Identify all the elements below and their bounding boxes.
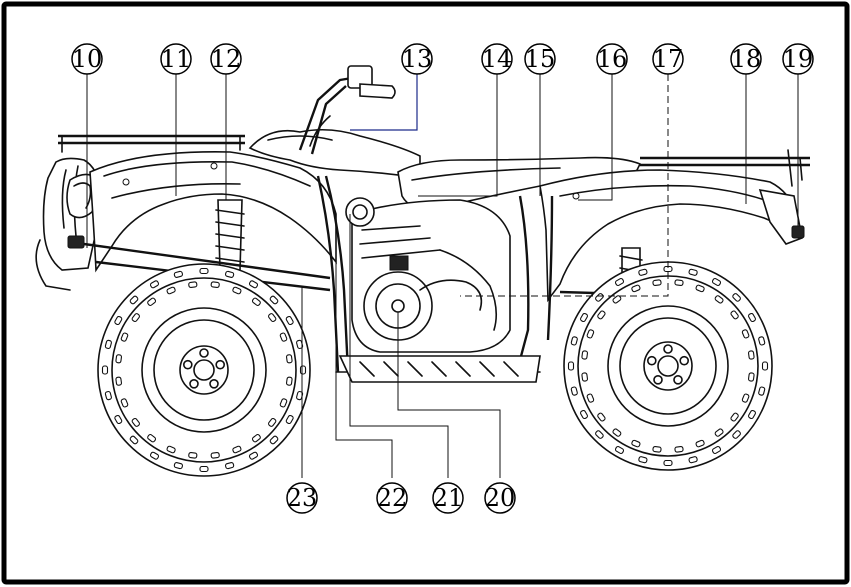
callout-17-label: 17: [653, 45, 684, 73]
front-rack: [58, 134, 245, 153]
callout-14-label: 14: [482, 45, 513, 73]
callout-22: 22: [376, 482, 408, 514]
callout-10: 10: [71, 43, 103, 75]
front-fender: [89, 151, 337, 273]
atv-illustration: [35, 65, 810, 477]
front-wheel: [97, 263, 311, 477]
callout-12-label: 12: [211, 45, 242, 73]
front-shock-absorber: [83, 199, 331, 292]
callout-20-label: 20: [485, 484, 516, 512]
callout-11-label: 11: [161, 45, 192, 73]
callout-15-label: 15: [525, 45, 556, 73]
rear-fender: [539, 169, 802, 303]
callout-15: 15: [524, 43, 556, 75]
callout-13: 13: [401, 43, 433, 75]
callout-markers: 10 11 12 13 14 15 16 17: [71, 43, 814, 514]
callout-19-label: 19: [783, 45, 814, 73]
callout-10-label: 10: [72, 45, 103, 73]
callout-14: 14: [481, 43, 513, 75]
callout-16: 16: [596, 43, 628, 75]
engine: [345, 197, 511, 353]
callout-20: 20: [484, 482, 516, 514]
callout-21: 21: [432, 482, 464, 514]
callout-22-label: 22: [377, 484, 408, 512]
taillight: [758, 188, 805, 245]
callout-12: 12: [210, 43, 242, 75]
callout-23: 23: [286, 482, 318, 514]
callout-19: 19: [782, 43, 814, 75]
handlebar: [298, 65, 396, 155]
footboard: [338, 355, 541, 383]
fuel-tank: [248, 128, 421, 179]
callout-18-label: 18: [731, 45, 762, 73]
callout-16-label: 16: [597, 45, 628, 73]
leader-lines: [86, 74, 799, 478]
rear-wheel: [563, 261, 773, 471]
callout-18: 18: [730, 43, 762, 75]
callout-13-label: 13: [402, 45, 433, 73]
callout-23-label: 23: [287, 484, 318, 512]
callout-21-label: 21: [433, 484, 464, 512]
callout-17: 17: [652, 43, 684, 75]
callout-11: 11: [160, 43, 192, 75]
